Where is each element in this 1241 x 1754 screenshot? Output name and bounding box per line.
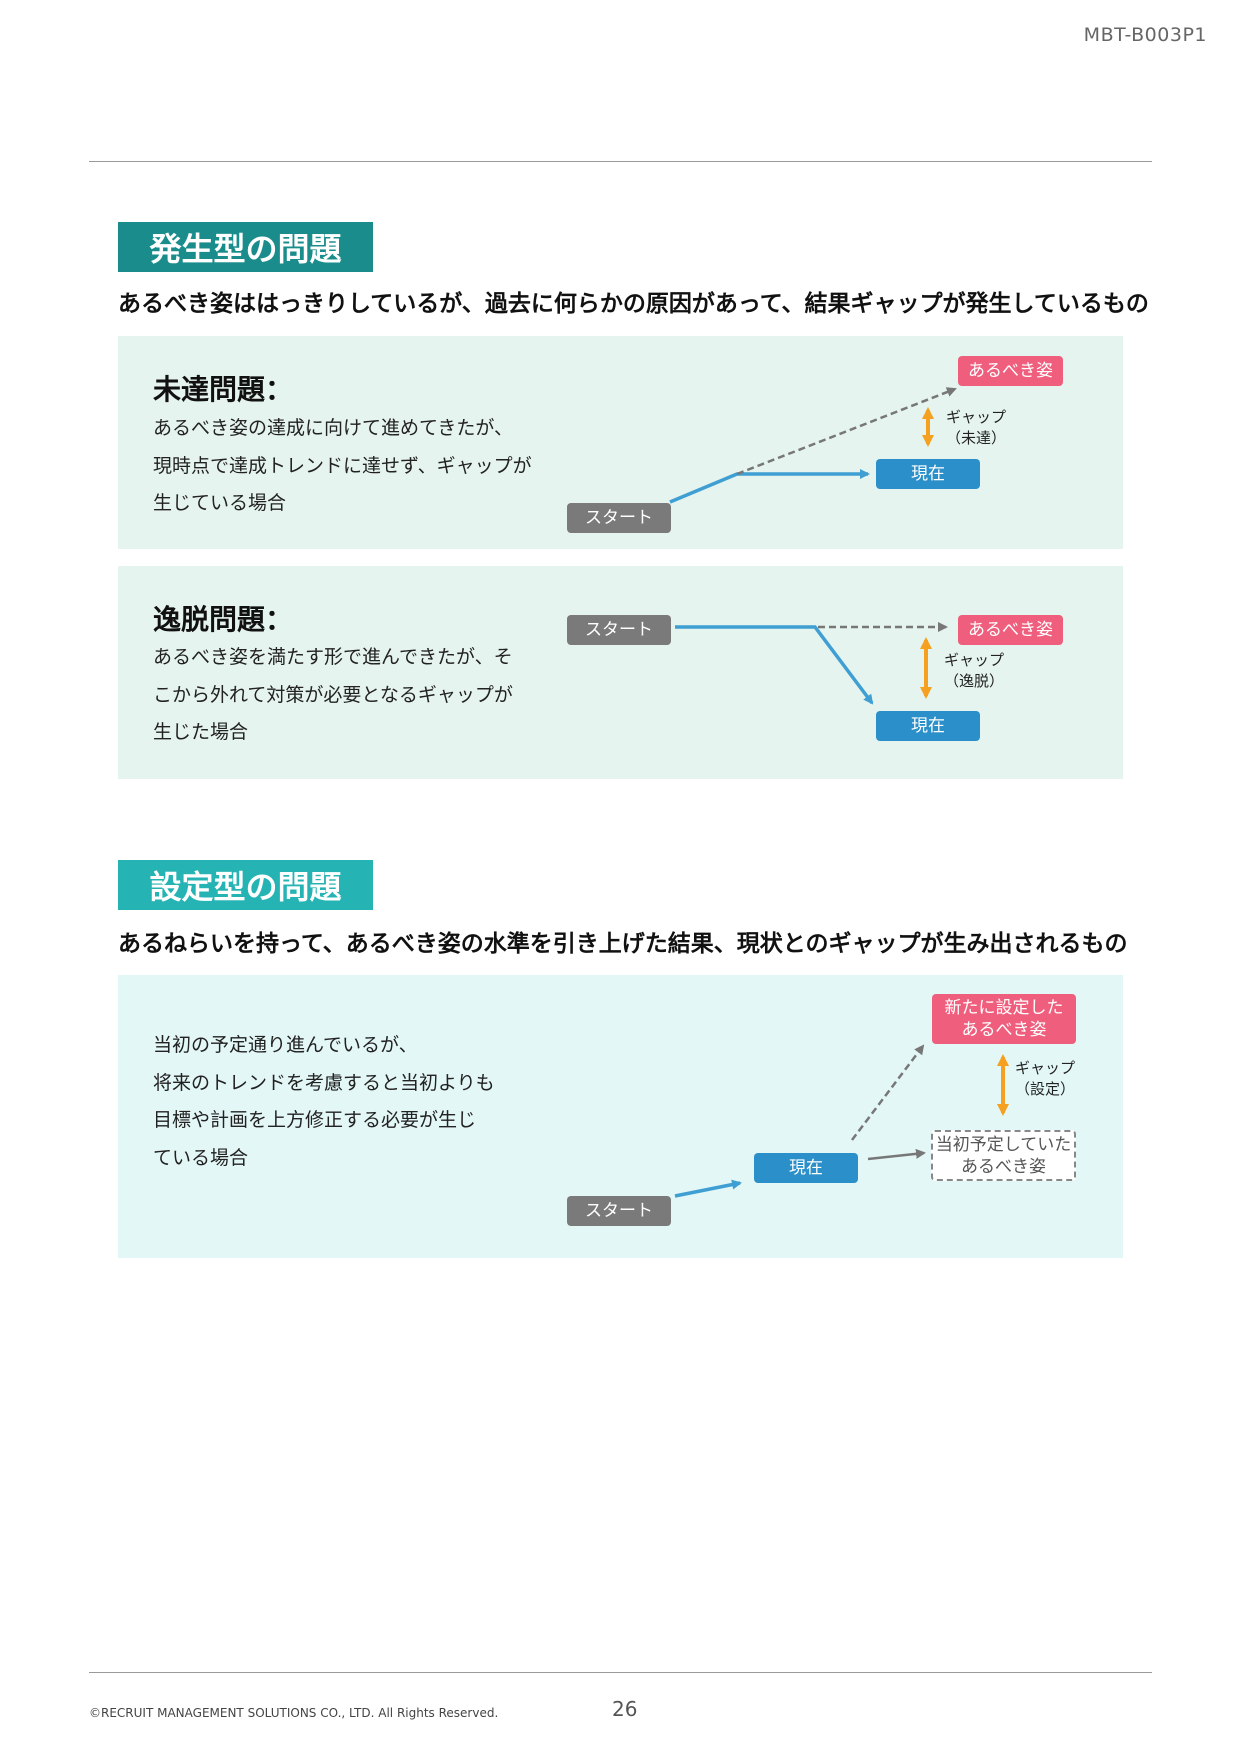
- section1-title: 発生型の問題: [118, 222, 373, 272]
- gap-label-line: ギャップ: [1015, 1059, 1076, 1077]
- footer-rule: [89, 1672, 1152, 1673]
- planned-trend-line: [867, 1148, 926, 1161]
- panel-deviation: 逸脱問題： あるべき姿を満たす形で進んできたが、そ こから外れて対策が必要となる…: [118, 566, 1123, 779]
- tag-line: あるべき姿: [961, 1020, 1047, 1040]
- start-tag: スタート: [567, 615, 671, 645]
- current-tag: 現在: [876, 459, 980, 489]
- current-tag: 現在: [876, 711, 980, 741]
- raised-trend-line: [851, 1044, 925, 1141]
- planned-ideal-state-tag: 当初予定していた あるべき姿: [931, 1130, 1076, 1181]
- start-to-current-line: [674, 1179, 742, 1198]
- gap-label: ギャップ （設定）: [1015, 1058, 1075, 1100]
- page-number: 26: [612, 1697, 638, 1721]
- planned-trend-line: [736, 387, 957, 476]
- panel2-description: あるべき姿を満たす形で進んできたが、そ こから外れて対策が必要となるギャップが …: [153, 639, 513, 752]
- start-tag: スタート: [567, 503, 671, 533]
- gap-label-line: （未達）: [946, 429, 1007, 447]
- start-tag: スタート: [567, 1196, 671, 1226]
- desc-line: こから外れて対策が必要となるギャップが: [153, 683, 513, 706]
- current-tag: 現在: [754, 1153, 858, 1183]
- copyright-text: ©RECRUIT MANAGEMENT SOLUTIONS CO., LTD. …: [89, 1706, 499, 1720]
- header-rule: [89, 161, 1152, 162]
- new-ideal-state-tag: 新たに設定した あるべき姿: [932, 994, 1076, 1044]
- ideal-state-tag: あるべき姿: [958, 356, 1063, 386]
- gap-label-line: ギャップ: [944, 651, 1005, 669]
- panel3-description: 当初の予定通り進んでいるが、 将来のトレンドを考慮すると当初よりも 目標や計画を…: [153, 1027, 495, 1177]
- gap-label-line: （設定）: [1015, 1080, 1076, 1098]
- tag-line: 新たに設定した: [944, 998, 1064, 1018]
- desc-line: 現時点で達成トレンドに達せず、ギャップが: [153, 454, 532, 477]
- tag-line: 当初予定していた: [935, 1134, 1072, 1155]
- actual-trend-line: [675, 625, 874, 705]
- ideal-state-tag: あるべき姿: [958, 615, 1063, 645]
- desc-line: 生じた場合: [153, 721, 249, 743]
- section1-subtitle: あるべき姿ははっきりしているが、過去に何らかの原因があって、結果ギャップが発生し…: [118, 291, 1149, 317]
- section2-title: 設定型の問題: [118, 860, 373, 910]
- tag-line: あるべき姿: [961, 1156, 1046, 1177]
- panel1-title: 未達問題：: [153, 373, 294, 406]
- desc-line: 生じている場合: [153, 492, 287, 514]
- gap-label: ギャップ （未達）: [946, 407, 1006, 449]
- desc-line: 当初の予定通り進んでいるが、: [153, 1034, 418, 1056]
- document-id: MBT-B003P1: [1083, 24, 1207, 46]
- desc-line: あるべき姿を満たす形で進んできたが、そ: [153, 646, 513, 668]
- panel1-description: あるべき姿の達成に向けて進めてきたが、 現時点で達成トレンドに達せず、ギャップが…: [153, 410, 532, 523]
- section2-subtitle: あるねらいを持って、あるべき姿の水準を引き上げた結果、現状とのギャップが生み出さ…: [118, 931, 1128, 957]
- gap-label: ギャップ （逸脱）: [944, 650, 1004, 692]
- desc-line: 目標や計画を上方修正する必要が生じ: [153, 1109, 477, 1131]
- desc-line: ている場合: [153, 1146, 249, 1169]
- actual-trend-line: [669, 469, 870, 504]
- gap-label-line: ギャップ: [946, 408, 1007, 426]
- panel2-title: 逸脱問題：: [153, 603, 294, 636]
- gap-label-line: （逸脱）: [944, 672, 1005, 690]
- desc-line: 将来のトレンドを考慮すると当初よりも: [153, 1071, 495, 1094]
- desc-line: あるべき姿の達成に向けて進めてきたが、: [153, 417, 514, 439]
